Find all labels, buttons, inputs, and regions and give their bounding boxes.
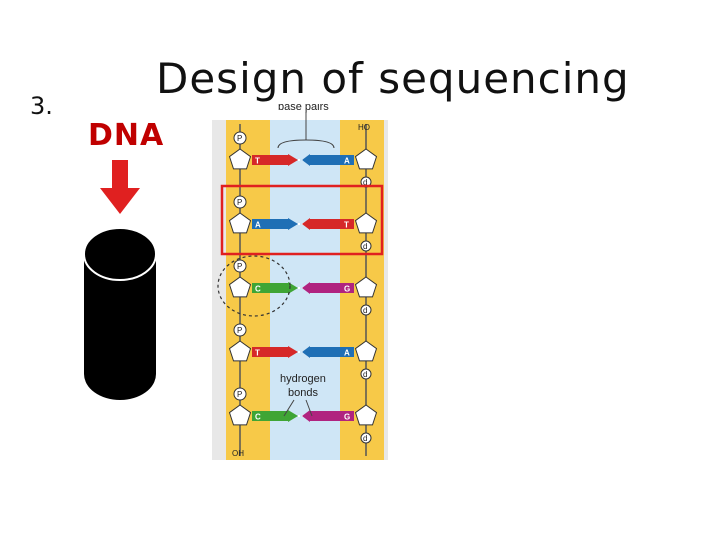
base-right-tip (302, 346, 310, 358)
slide-title: Design of sequencing (156, 54, 630, 103)
base-left-letter: C (255, 413, 261, 422)
hydrogen-bonds-label-line2: bonds (288, 387, 318, 399)
down-arrow-icon (100, 160, 140, 214)
base-right-letter: G (344, 413, 350, 422)
end-bottom-label: OH (232, 449, 244, 458)
base-left-letter: A (255, 221, 261, 230)
phosphate-icon-right (360, 240, 372, 252)
phosphate-icon (233, 387, 247, 401)
sugar-pentagon-right (354, 148, 378, 170)
sugar-pentagon-right (354, 404, 378, 426)
base-right-tip (302, 410, 310, 422)
sugar-d-label: d (363, 306, 367, 315)
base-right (310, 411, 354, 421)
sugar-pentagon-left (228, 276, 252, 298)
base-right (310, 219, 354, 229)
sugar-d-label: d (363, 242, 367, 251)
sugar-pentagon-right (354, 340, 378, 362)
base-right-tip (302, 282, 310, 294)
phosphate-label: P (237, 198, 242, 207)
base-left-letter: T (255, 157, 260, 166)
base-right-letter: A (344, 349, 350, 358)
base-left (252, 283, 288, 293)
base-right-letter: T (344, 221, 349, 230)
base-right (310, 155, 354, 165)
hydrogen-bonds-label-line1: hydrogen (280, 373, 326, 385)
slide-number: 3. (30, 92, 53, 120)
base-left (252, 219, 288, 229)
base-pairs-label: base pairs (278, 104, 329, 113)
phosphate-label: P (237, 262, 242, 271)
sugar-pentagon-left (228, 212, 252, 234)
sugar-d-label: d (363, 434, 367, 443)
base-left (252, 347, 288, 357)
phosphate-label: P (237, 134, 242, 143)
phosphate-icon (233, 323, 247, 337)
base-left-tip (288, 346, 298, 358)
base-right-tip (302, 154, 310, 166)
base-left (252, 155, 288, 165)
base-left-tip (288, 410, 298, 422)
base-left-tip (288, 218, 298, 230)
end-top-label: HO (358, 123, 370, 132)
sequencing-column (83, 227, 157, 400)
red-highlight-box (220, 184, 384, 256)
sugar-pentagon-left (228, 148, 252, 170)
base-left (252, 411, 288, 421)
phosphate-icon-right (360, 368, 372, 380)
dna-label: DNA (88, 118, 165, 153)
phosphate-icon (233, 195, 247, 209)
sugar-d-label: d (363, 370, 367, 379)
base-left-letter: C (255, 285, 261, 294)
base-right-tip (302, 218, 310, 230)
sugar-d-label: d (363, 178, 367, 187)
base-left-letter: T (255, 349, 260, 358)
base-right-letter: G (344, 285, 350, 294)
nucleotide-highlight-circle (217, 255, 291, 317)
base-right (310, 283, 354, 293)
phosphate-icon (233, 131, 247, 145)
base-right-letter: A (344, 157, 350, 166)
sugar-pentagon-left (228, 340, 252, 362)
sugar-pentagon-left (228, 404, 252, 426)
phosphate-icon (233, 259, 247, 273)
sugar-pentagon-right (354, 212, 378, 234)
base-left-tip (288, 154, 298, 166)
phosphate-icon-right (360, 304, 372, 316)
base-right (310, 347, 354, 357)
phosphate-icon-right (360, 432, 372, 444)
phosphate-label: P (237, 326, 242, 335)
sugar-pentagon-right (354, 276, 378, 298)
phosphate-label: P (237, 390, 242, 399)
